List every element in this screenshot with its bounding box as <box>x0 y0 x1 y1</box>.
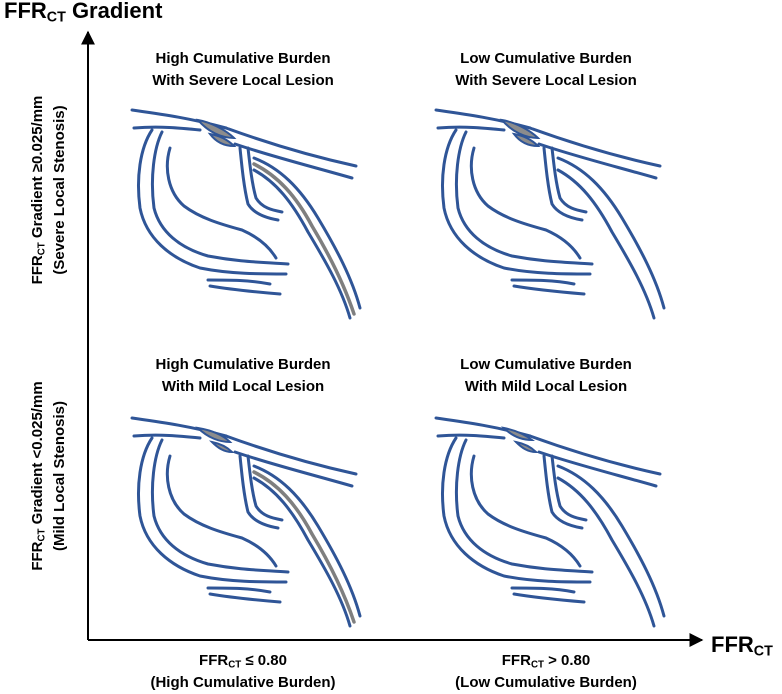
vessel-diagram-bottom-left <box>130 416 362 628</box>
left-main-lesion <box>512 440 539 454</box>
y-label-mild: FFRCT Gradient <0.025/mm (Mild Local Ste… <box>29 381 68 571</box>
left-main-lesion <box>208 440 235 454</box>
x-label-low-burden: FFRCT > 0.80 (Low Cumulative Burden) <box>455 652 637 691</box>
vessel-diagram-top-right <box>434 108 666 320</box>
left-main-lesion <box>207 132 237 148</box>
proximal-lesion <box>195 118 237 140</box>
vessel-diagram-bottom-right <box>434 416 666 628</box>
x-axis-title: FFRCT <box>711 632 773 660</box>
y-axis-title: FFRCT Gradient <box>4 0 163 26</box>
proximal-lesion <box>195 426 233 444</box>
proximal-lesion <box>499 118 541 140</box>
x-label-high-burden: FFRCT ≤ 0.80 (High Cumulative Burden) <box>150 652 336 691</box>
left-main-lesion <box>511 132 541 148</box>
y-label-severe: FFRCT Gradient ≥0.025/mm (Severe Local S… <box>29 95 68 285</box>
diffuse-plaque <box>252 470 356 624</box>
diffuse-plaque <box>252 162 356 316</box>
proximal-lesion <box>500 426 536 442</box>
vessel-diagram-top-left <box>130 108 362 320</box>
